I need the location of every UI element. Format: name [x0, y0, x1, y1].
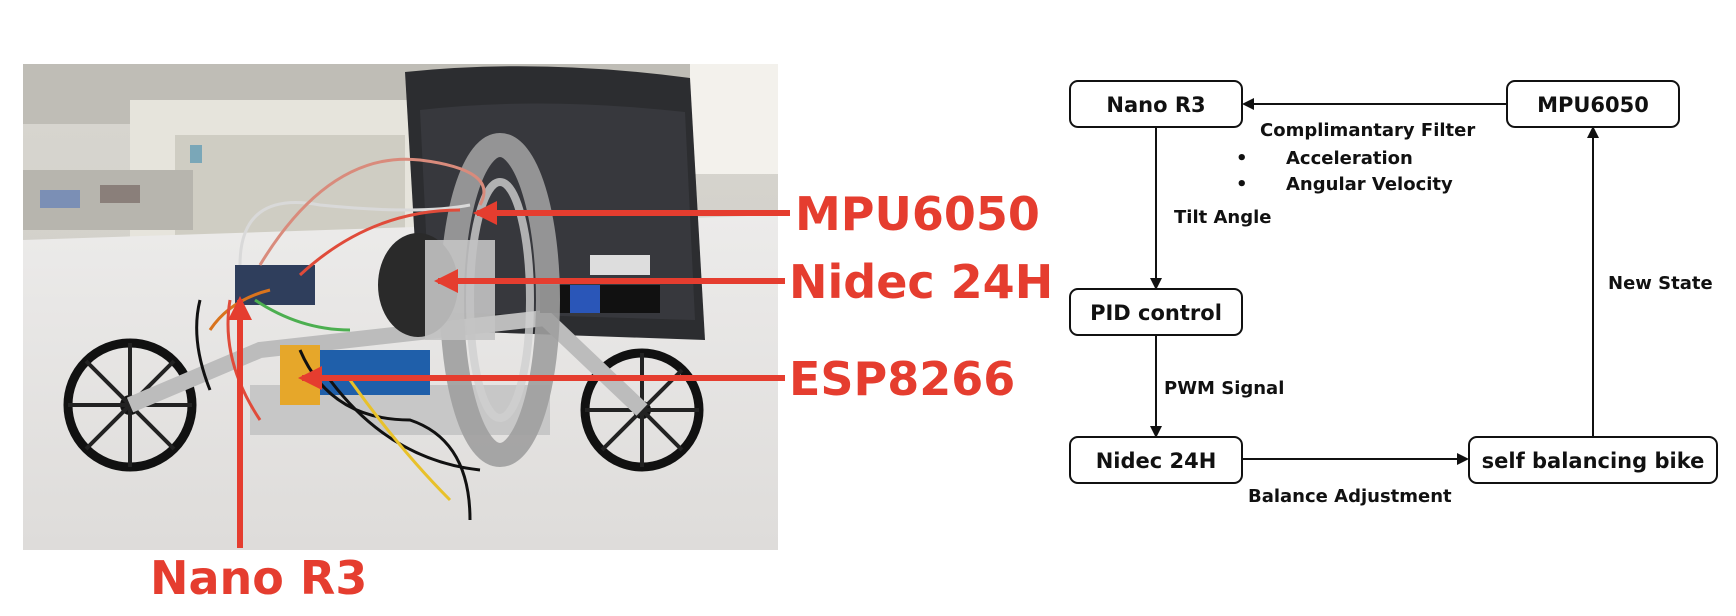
edge-label-filter-item-2: Angular Velocity — [1286, 174, 1453, 195]
photo-servo — [570, 285, 600, 313]
callout-mpu6050: MPU6050 — [473, 187, 1040, 241]
photo-esp-board — [320, 350, 430, 395]
node-nidec-24h: Nidec 24H — [1069, 436, 1243, 484]
photo-frame — [126, 309, 648, 416]
node-label-nano-r3: Nano R3 — [1106, 93, 1205, 117]
callout-nano: Nano R3 — [150, 296, 367, 605]
callout-label-nano: Nano R3 — [150, 551, 367, 605]
callout-label-nidec: Nidec 24H — [789, 255, 1053, 309]
node-label-mpu6050: MPU6050 — [1537, 93, 1649, 117]
photo-rear-wheel — [63, 338, 197, 472]
edge-label-filter-title: Complimantary Filter — [1260, 120, 1475, 141]
photo-servo-arm — [590, 255, 650, 275]
photo-shoe-2 — [100, 185, 140, 203]
flow-diagram: Nano R3 MPU6050 PID control Nidec 24H se… — [1069, 80, 1718, 507]
node-self-balancing-bike: self balancing bike — [1468, 436, 1718, 484]
edge-label-filter-bullet-1: • — [1236, 148, 1248, 169]
node-label-nidec-24h: Nidec 24H — [1096, 449, 1217, 473]
photo-callouts: MPU6050 Nidec 24H ESP8266 Nano R3 — [150, 187, 1053, 605]
edge-label-new-state: New State — [1608, 273, 1713, 294]
callout-nidec: Nidec 24H — [434, 255, 1053, 309]
node-pid-control: PID control — [1069, 288, 1243, 336]
edge-label-balance-adjustment: Balance Adjustment — [1248, 486, 1452, 507]
node-nano-r3: Nano R3 — [1069, 80, 1243, 128]
callout-label-esp8266: ESP8266 — [789, 352, 1015, 406]
edge-label-filter-item-1: Acceleration — [1286, 148, 1413, 169]
photo-wires — [195, 157, 486, 521]
photo-cabinet-sticker — [190, 145, 202, 163]
edge-label-pwm-signal: PWM Signal — [1164, 378, 1284, 399]
edge-label-tilt-angle: Tilt Angle — [1174, 207, 1272, 228]
callout-esp8266: ESP8266 — [298, 352, 1015, 406]
node-label-pid-control: PID control — [1090, 301, 1222, 325]
photo-door — [690, 64, 778, 174]
edge-label-filter-bullet-2: • — [1236, 174, 1248, 195]
node-label-self-balancing-bike: self balancing bike — [1482, 449, 1705, 473]
bike-photo — [23, 64, 778, 550]
photo-shoe-1 — [40, 190, 80, 208]
callout-label-mpu6050: MPU6050 — [795, 187, 1040, 241]
node-mpu6050: MPU6050 — [1506, 80, 1680, 128]
